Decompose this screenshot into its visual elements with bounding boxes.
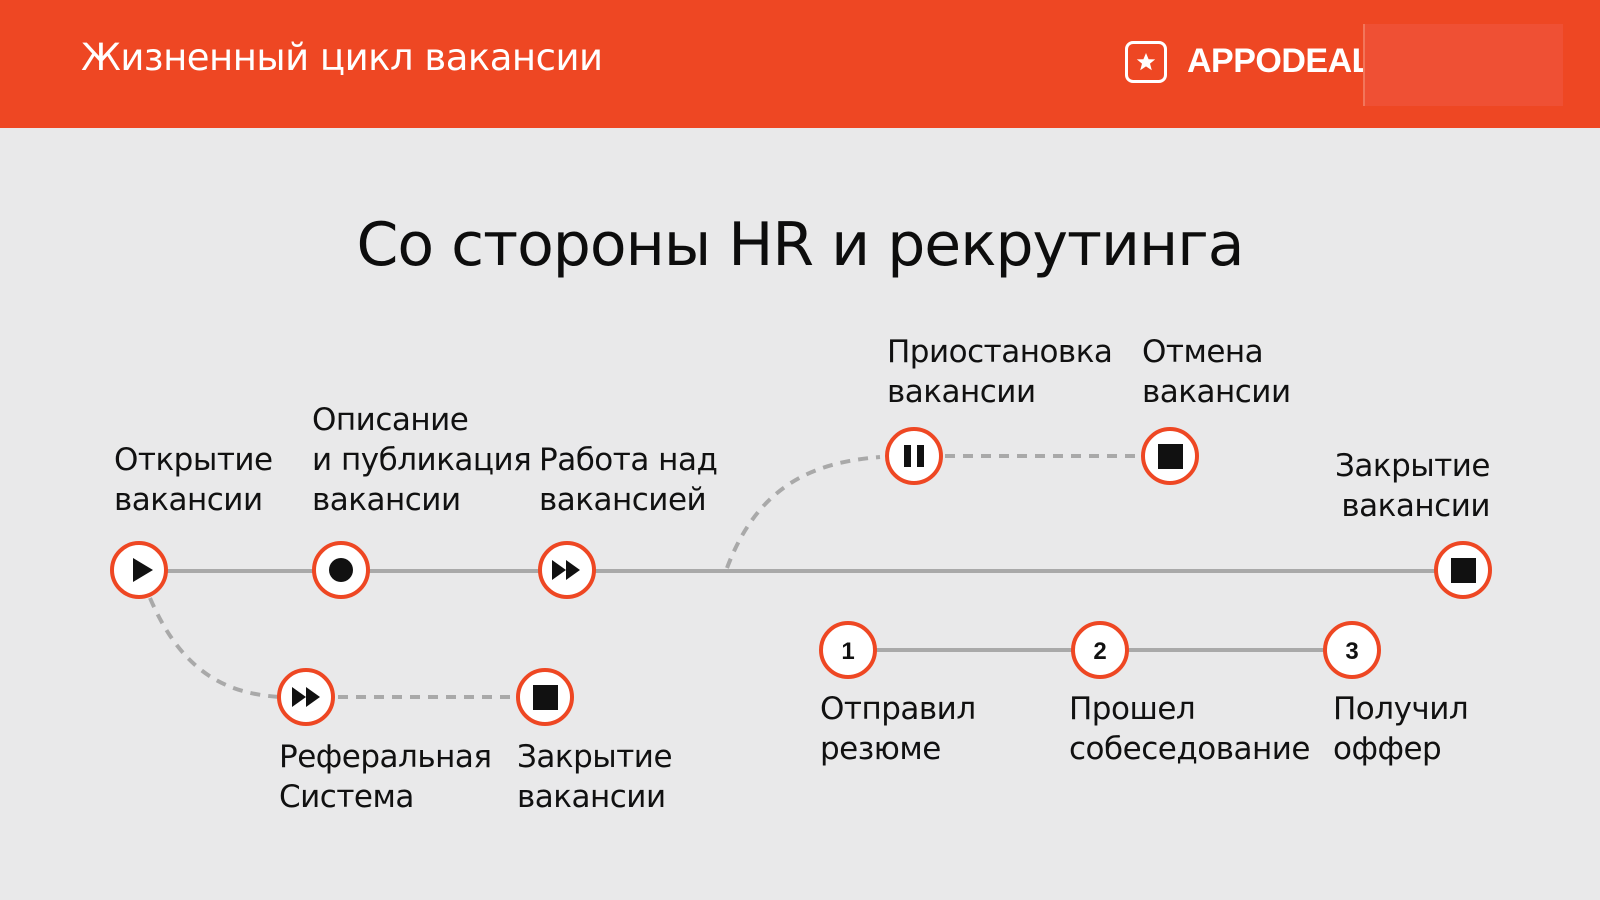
label-pause: Приостановка вакансии (887, 334, 1113, 410)
slide-subtitle: Со стороны HR и рекрутинга (356, 210, 1244, 280)
label-open: Открытие вакансии (114, 442, 273, 518)
node-step-1: 1 (819, 621, 877, 679)
node-cancel (1141, 427, 1199, 485)
node-close-main (1434, 541, 1492, 599)
star-icon (1125, 41, 1167, 83)
label-referral: Реферальная Система (279, 739, 492, 815)
label-describe: Описание и публикация вакансии (312, 402, 532, 518)
pause-icon (904, 445, 924, 467)
logo-text: APPODEAL (1187, 42, 1372, 80)
fast-forward-icon (292, 687, 320, 707)
step-number: 3 (1345, 638, 1358, 665)
node-step-2: 2 (1071, 621, 1129, 679)
node-work (538, 541, 596, 599)
referral-branch-curve (148, 597, 281, 699)
connectors (148, 454, 1438, 699)
stop-icon (1451, 558, 1476, 583)
header-patch (1363, 24, 1563, 106)
step-number: 1 (841, 638, 854, 665)
label-cancel: Отмена вакансии (1142, 334, 1291, 410)
pause-branch-curve (725, 455, 881, 569)
fast-forward-icon (552, 560, 580, 580)
node-open (110, 541, 168, 599)
node-referral (277, 668, 335, 726)
label-step-2: Прошел собеседование (1069, 691, 1310, 767)
step-number: 2 (1093, 638, 1106, 665)
node-close-referral (516, 668, 574, 726)
node-pause (885, 427, 943, 485)
label-close-referral: Закрытие вакансии (517, 739, 673, 815)
header-bar: Жизненный цикл вакансии APPODEAL (0, 0, 1600, 128)
play-icon (133, 558, 153, 582)
record-icon (329, 558, 353, 582)
label-close-main: Закрытие вакансии (1334, 448, 1491, 524)
label-step-1: Отправил резюме (820, 691, 976, 767)
stop-icon (533, 685, 558, 710)
stop-icon (1158, 444, 1183, 469)
node-step-3: 3 (1323, 621, 1381, 679)
node-describe (312, 541, 370, 599)
label-step-3: Получил оффер (1333, 691, 1469, 767)
header-title: Жизненный цикл вакансии (81, 36, 603, 79)
label-work: Работа над вакансией (539, 442, 718, 518)
